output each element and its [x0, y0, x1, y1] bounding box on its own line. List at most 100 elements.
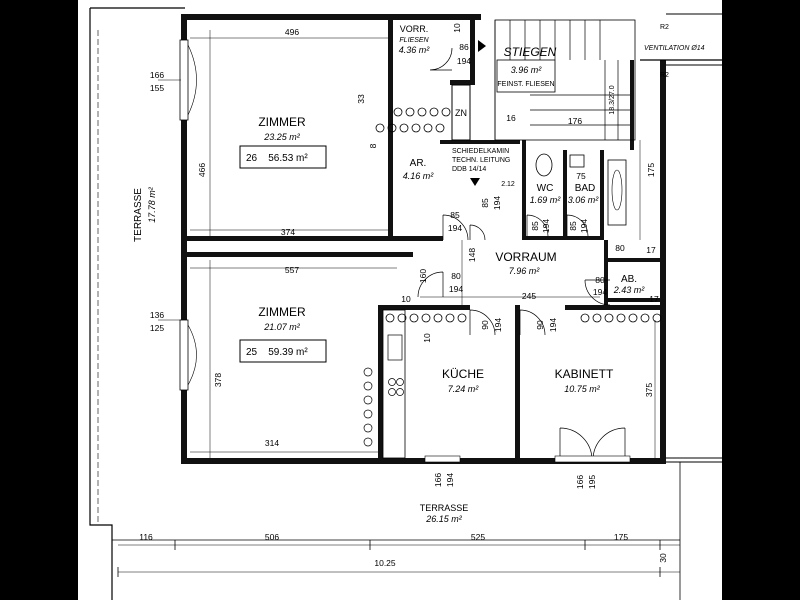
dim-label: 16 [506, 113, 516, 123]
kabinett-area: 10.75 m² [564, 384, 601, 394]
kabinett-name: KABINETT [555, 367, 614, 381]
dim-label: 166 [575, 475, 585, 489]
dim-label: 116 [139, 532, 153, 542]
dim-label: 194 [493, 318, 503, 332]
zimmer-bottom-box [239, 339, 327, 363]
dim-label: 125 [150, 323, 164, 333]
dim-label: 557 [285, 265, 299, 275]
ventilation-label: VENTILATION Ø14 [644, 45, 705, 52]
vorr-area: 4.36 m² [399, 45, 431, 55]
dim-label: 194 [445, 473, 455, 487]
ar-area: 4.16 m² [403, 171, 435, 181]
dim-label: 30 [658, 553, 668, 563]
dim-label: 10 [422, 333, 432, 343]
stiegen-name: STIEGEN [504, 45, 557, 59]
dim-label: 525 [471, 532, 485, 542]
ab-area: 2.43 m² [613, 285, 646, 295]
dim-label: 8 [368, 143, 378, 148]
zimmer-top-area: 23.25 m² [263, 132, 301, 142]
zn-label: ZN [455, 108, 467, 118]
dim-label: 194 [449, 284, 463, 294]
dim-label: 466 [197, 163, 207, 177]
vorr-name: VORR. [400, 24, 429, 34]
floor-plan: ZIMMER 23.25 m² 26 56.53 m² ZIMMER 21.07… [89, 7, 722, 600]
dim-label: 194 [579, 219, 589, 233]
dim-label: 136 [150, 310, 164, 320]
vorraum-area: 7.96 m² [509, 266, 541, 276]
ab-name: AB. [621, 274, 637, 285]
schiedelkamin-line1: SCHIEDELKAMIN [452, 148, 509, 155]
dim-label: 86 [459, 42, 469, 52]
dim-label: 10.25 [374, 558, 396, 568]
dim-label: 80 [615, 243, 625, 253]
dim-label: 194 [593, 287, 607, 297]
floor-plan-sheet: ZIMMER 23.25 m² 26 56.53 m² ZIMMER 21.07… [78, 0, 722, 600]
exterior-wall-west [181, 14, 187, 464]
dim-label: 160 [418, 269, 428, 283]
dim-label: 10 [401, 294, 411, 304]
dim-label: 175 [614, 532, 628, 542]
stair-ratio: 18.3/27.0 [609, 85, 616, 114]
dim-label: 2.12 [501, 181, 515, 188]
dim-label: 33 [356, 94, 366, 104]
vorr-sub: FLIESEN [399, 37, 429, 44]
dim-label: 194 [541, 219, 551, 233]
exterior-wall-east [660, 60, 666, 464]
kueche-name: KÜCHE [442, 367, 484, 381]
dim-label: 175 [646, 163, 656, 177]
zimmer-bottom-name: ZIMMER [258, 305, 306, 319]
dim-label: 155 [150, 83, 164, 93]
stiegen-sub: FEINST. FLIESEN [497, 81, 554, 88]
dim-label: 166 [433, 473, 443, 487]
exterior-wall-north [181, 14, 481, 20]
dim-label: 75 [576, 171, 586, 181]
dim-label: 166 [150, 70, 164, 80]
wc-name: WC [537, 183, 554, 194]
vorraum-name: VORRAUM [495, 250, 556, 264]
dim-label: 194 [492, 196, 502, 210]
dim-label: 85 [530, 221, 540, 231]
zimmer-top-box [239, 145, 327, 169]
dim-label: 90 [535, 320, 545, 330]
schiedelkamin-line2: TECHN. LEITUNG [452, 157, 510, 164]
wc-area: 1.69 m² [530, 195, 562, 205]
stiegen-area: 3.96 m² [511, 65, 543, 75]
zimmer-top-name: ZIMMER [258, 115, 306, 129]
dim-label: 85 [568, 221, 578, 231]
dim-label: 375 [644, 383, 654, 397]
dim-label: 80 [595, 275, 605, 285]
schiedelkamin-line3: DDB 14/14 [452, 166, 486, 173]
dim-label: 195 [587, 475, 597, 489]
left-border-band [0, 0, 78, 600]
kueche-area: 7.24 m² [448, 384, 480, 394]
dim-label: 17 [649, 294, 659, 304]
terrasse-bottom-area: 26.15 m² [425, 514, 463, 524]
r2-label-bottom: R2 [660, 72, 669, 79]
dim-label: 374 [281, 227, 295, 237]
dim-label: 194 [448, 223, 462, 233]
dim-label: 10 [452, 23, 462, 33]
zimmer-bottom-area: 21.07 m² [263, 322, 301, 332]
dim-label: 17 [646, 245, 656, 255]
terrasse-bottom-name: TERRASSE [420, 503, 469, 513]
dim-label: 506 [265, 532, 279, 542]
dim-label: 80 [451, 271, 461, 281]
dim-label: 496 [285, 27, 299, 37]
dim-label: 85 [450, 210, 460, 220]
terrasse-side-name: TERRASSE [133, 188, 144, 242]
right-border-band [722, 0, 800, 600]
dim-label: 194 [548, 318, 558, 332]
r2-label-top: R2 [660, 24, 669, 31]
dim-label: 378 [213, 373, 223, 387]
terrace-left-edge [89, 8, 113, 600]
ar-name: AR. [410, 158, 427, 169]
bad-area: 3.06 m² [568, 195, 600, 205]
dim-label: 176 [568, 116, 582, 126]
bad-name: BAD [575, 183, 596, 194]
zimmer-bottom-box-label: 25 59.39 m² [246, 347, 308, 358]
dim-label: 245 [522, 291, 536, 301]
dim-label: 194 [457, 56, 471, 66]
zimmer-top-box-label: 26 56.53 m² [246, 153, 308, 164]
dim-label: 85 [480, 198, 490, 208]
dim-label: 314 [265, 438, 279, 448]
